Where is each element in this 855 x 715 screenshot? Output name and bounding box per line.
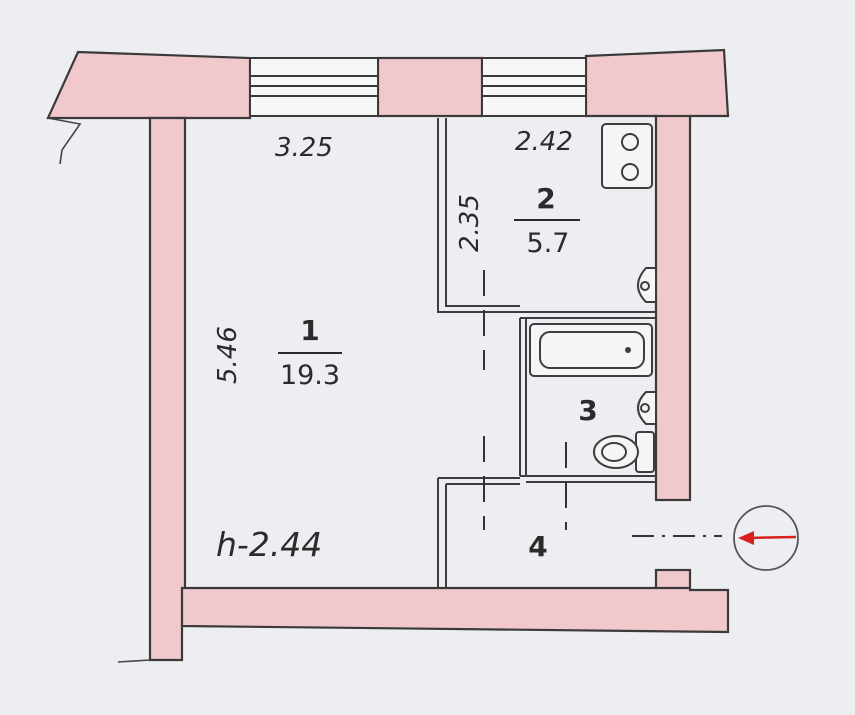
hallway-partition bbox=[437, 477, 520, 588]
entrance-circle bbox=[733, 505, 799, 571]
room-4-number: 4 bbox=[528, 530, 547, 563]
partitions bbox=[437, 118, 656, 588]
room-1-number: 1 bbox=[300, 314, 319, 347]
left-wall bbox=[148, 116, 187, 662]
room-2-area: 5.7 bbox=[527, 228, 570, 259]
room-1-width-label: 3.25 bbox=[275, 133, 333, 163]
kitchen-sink-icon bbox=[637, 267, 657, 303]
room-1-length-label: 5.46 bbox=[213, 326, 243, 384]
kitchen-partition bbox=[437, 118, 520, 313]
top-wall-pier-middle bbox=[376, 56, 484, 118]
top-wall-right bbox=[584, 48, 730, 122]
kitchen-bath-partition bbox=[520, 311, 656, 319]
room-2-length-label: 2.35 bbox=[455, 194, 485, 252]
break-line-top-left bbox=[47, 117, 82, 165]
room-2-number: 2 bbox=[536, 182, 555, 215]
washbasin-icon bbox=[637, 391, 657, 425]
right-wall-upper bbox=[654, 114, 692, 502]
room-1-area: 19.3 bbox=[280, 360, 340, 391]
entrance-arrow-head-icon bbox=[738, 531, 754, 545]
bathroom-bottom-partition bbox=[520, 475, 656, 483]
entrance-marker bbox=[733, 505, 799, 571]
bathroom-partition bbox=[519, 318, 527, 476]
room-3-number: 3 bbox=[578, 394, 597, 427]
break-line-bottom-left bbox=[117, 659, 151, 663]
stove-icon bbox=[601, 123, 653, 189]
bottom-wall bbox=[180, 586, 730, 634]
entrance-arrow-shaft bbox=[745, 535, 797, 540]
room-2-width-label: 2.42 bbox=[515, 127, 573, 157]
top-wall-left bbox=[46, 50, 252, 120]
exterior-walls bbox=[46, 48, 730, 663]
toilet-icon bbox=[593, 431, 655, 473]
window-right bbox=[481, 57, 587, 117]
ceiling-height-label: h-2.44 bbox=[216, 525, 322, 564]
window-left bbox=[249, 57, 379, 117]
bathtub-icon bbox=[529, 323, 653, 377]
opening-lines bbox=[483, 270, 722, 537]
drain-icon bbox=[625, 347, 631, 353]
